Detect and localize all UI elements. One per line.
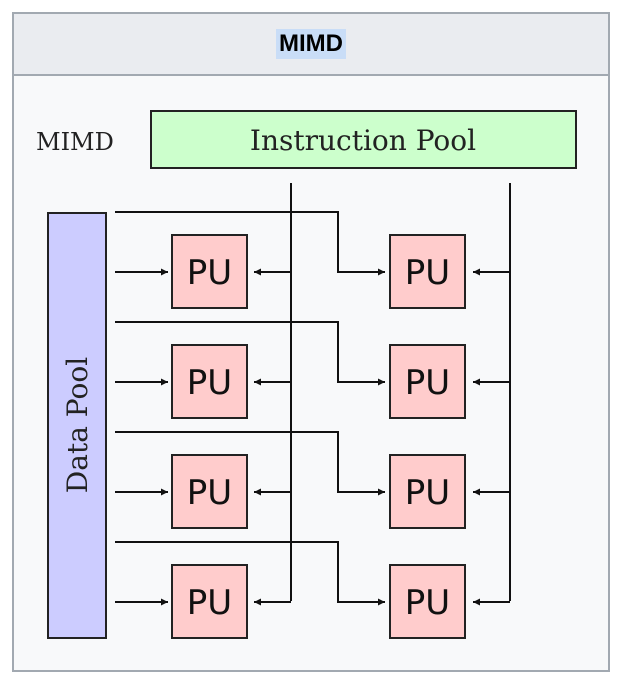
pu-label: PU [187,583,232,623]
data-pool-box [47,212,107,639]
instruction-pool: Instruction Pool [150,110,577,169]
pu-row-4: PU PU [115,541,510,639]
pu-label: PU [405,363,450,403]
pu-box [171,454,248,529]
instruction-pool-label: Instruction Pool [250,124,476,157]
processing-unit: PU [389,564,466,639]
pu-box [389,564,466,639]
infobox-title: MIMD [276,29,346,59]
pu-row-1: PU PU [115,211,510,309]
processing-unit: PU [171,564,248,639]
pu-label: PU [405,583,450,623]
side-label: MIMD [36,128,114,156]
infobox-header: MIMD [14,14,608,76]
pu-label: PU [405,253,450,293]
pu-box [171,234,248,309]
processing-unit: PU [389,454,466,529]
pu-label: PU [405,473,450,513]
pu-box [171,564,248,639]
processing-unit: PU [171,344,248,419]
pu-box [389,344,466,419]
instruction-pool-box [150,110,577,169]
processing-unit: PU [171,454,248,529]
pu-box [389,234,466,309]
pu-label: PU [187,253,232,293]
pu-label: PU [187,363,232,403]
processing-unit: PU [389,344,466,419]
pu-row-3: PU PU [115,431,510,529]
pu-row-2: PU PU [115,321,510,419]
processing-unit: PU [389,234,466,309]
pu-box [171,344,248,419]
data-route-2 [115,321,385,386]
data-route-1 [115,211,385,276]
pu-label: PU [187,473,232,513]
data-pool-label: Data Pool [61,357,94,493]
pu-box [389,454,466,529]
data-route-3 [115,431,385,496]
data-route-4 [115,541,385,606]
processing-unit: PU [171,234,248,309]
data-pool: Data Pool [47,212,107,639]
